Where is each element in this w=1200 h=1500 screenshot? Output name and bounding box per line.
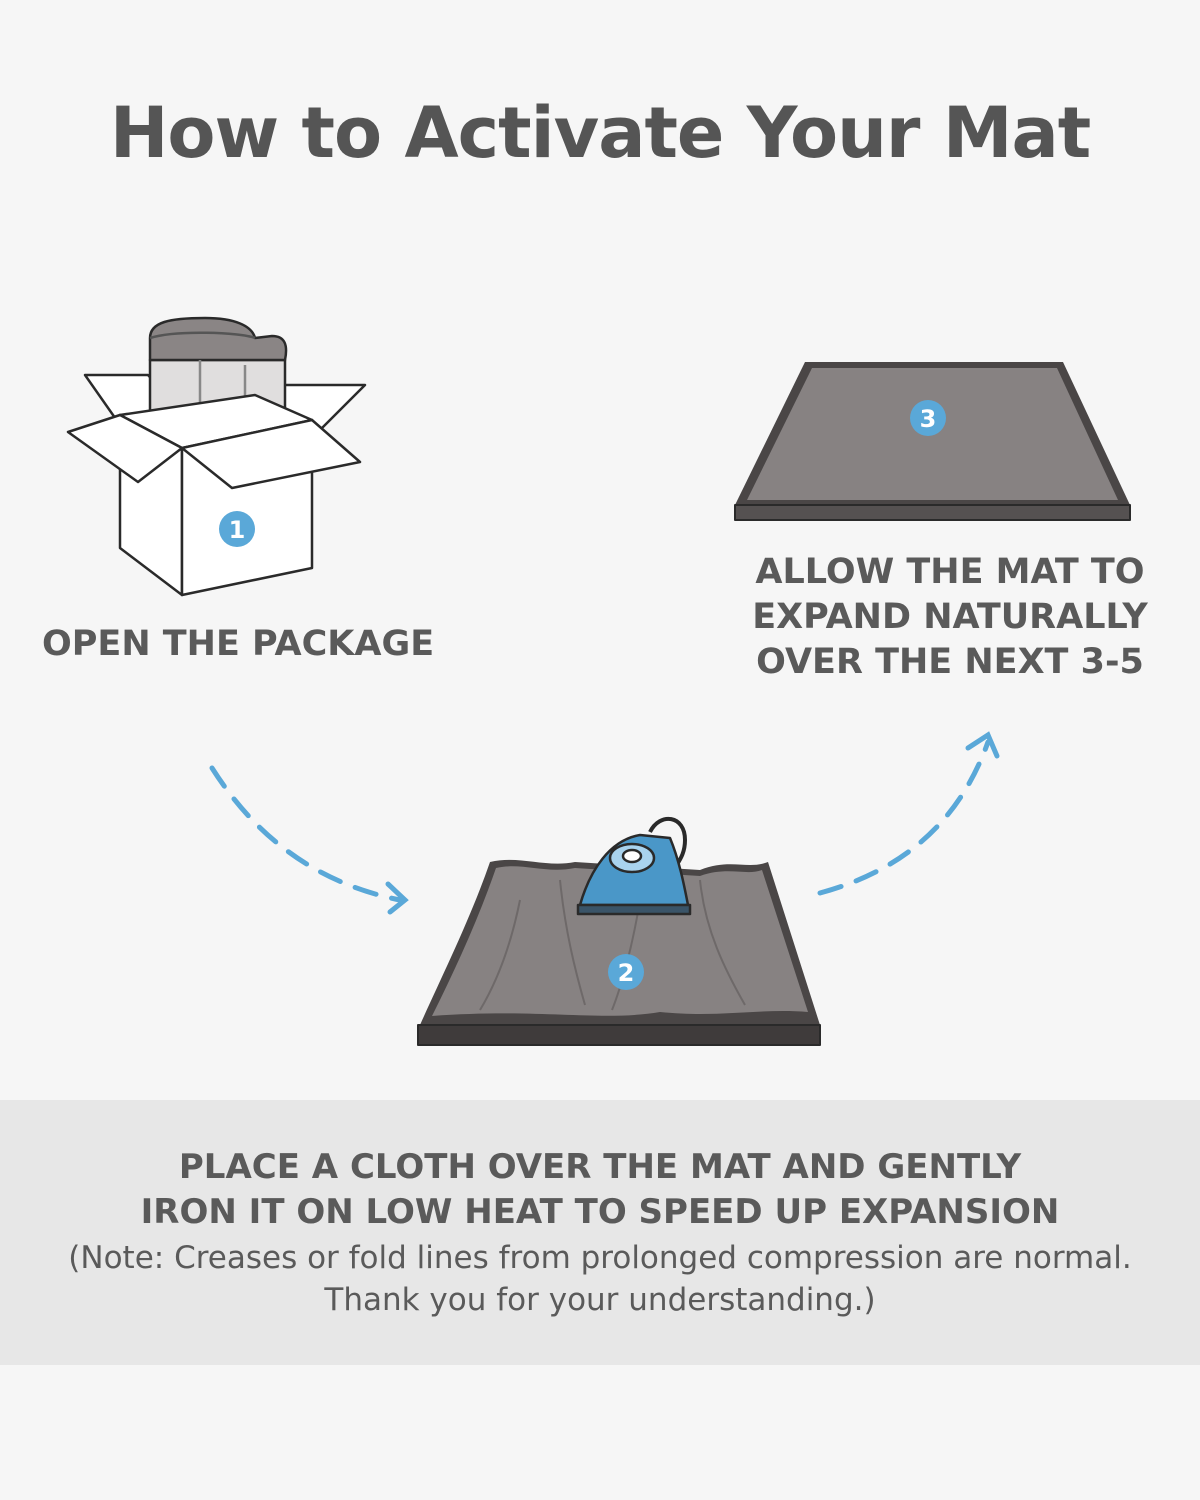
open-box-icon: [66, 316, 367, 597]
iron-icon: [576, 816, 692, 916]
step-1-label: OPEN THE PACKAGE: [42, 624, 435, 664]
compression-note: (Note: Creases or fold lines from prolon…: [68, 1240, 1132, 1318]
step-1-number: 1: [229, 516, 246, 544]
step-3-badge: 3: [910, 400, 946, 436]
instruction-band: [0, 1100, 1200, 1365]
instruction-illustration: 1 3 2: [66, 316, 1131, 1046]
step-2-label: PLACE A CLOTH OVER THE MAT AND GENTLY IR…: [140, 1147, 1060, 1232]
step-2-badge: 2: [608, 954, 644, 990]
dashed-arrow-icon: [209, 765, 409, 915]
wrinkled-mat-icon: [417, 859, 821, 1046]
flat-mat-icon: [734, 362, 1131, 521]
step-2-number: 2: [618, 959, 635, 987]
step-3-label: ALLOW THE MAT TO EXPAND NATURALLY OVER T…: [752, 552, 1148, 682]
page-title: How to Activate Your Mat: [109, 92, 1091, 174]
dashed-arrow-icon: [817, 731, 1000, 896]
step-3-number: 3: [920, 405, 937, 433]
step-1-badge: 1: [219, 511, 255, 547]
